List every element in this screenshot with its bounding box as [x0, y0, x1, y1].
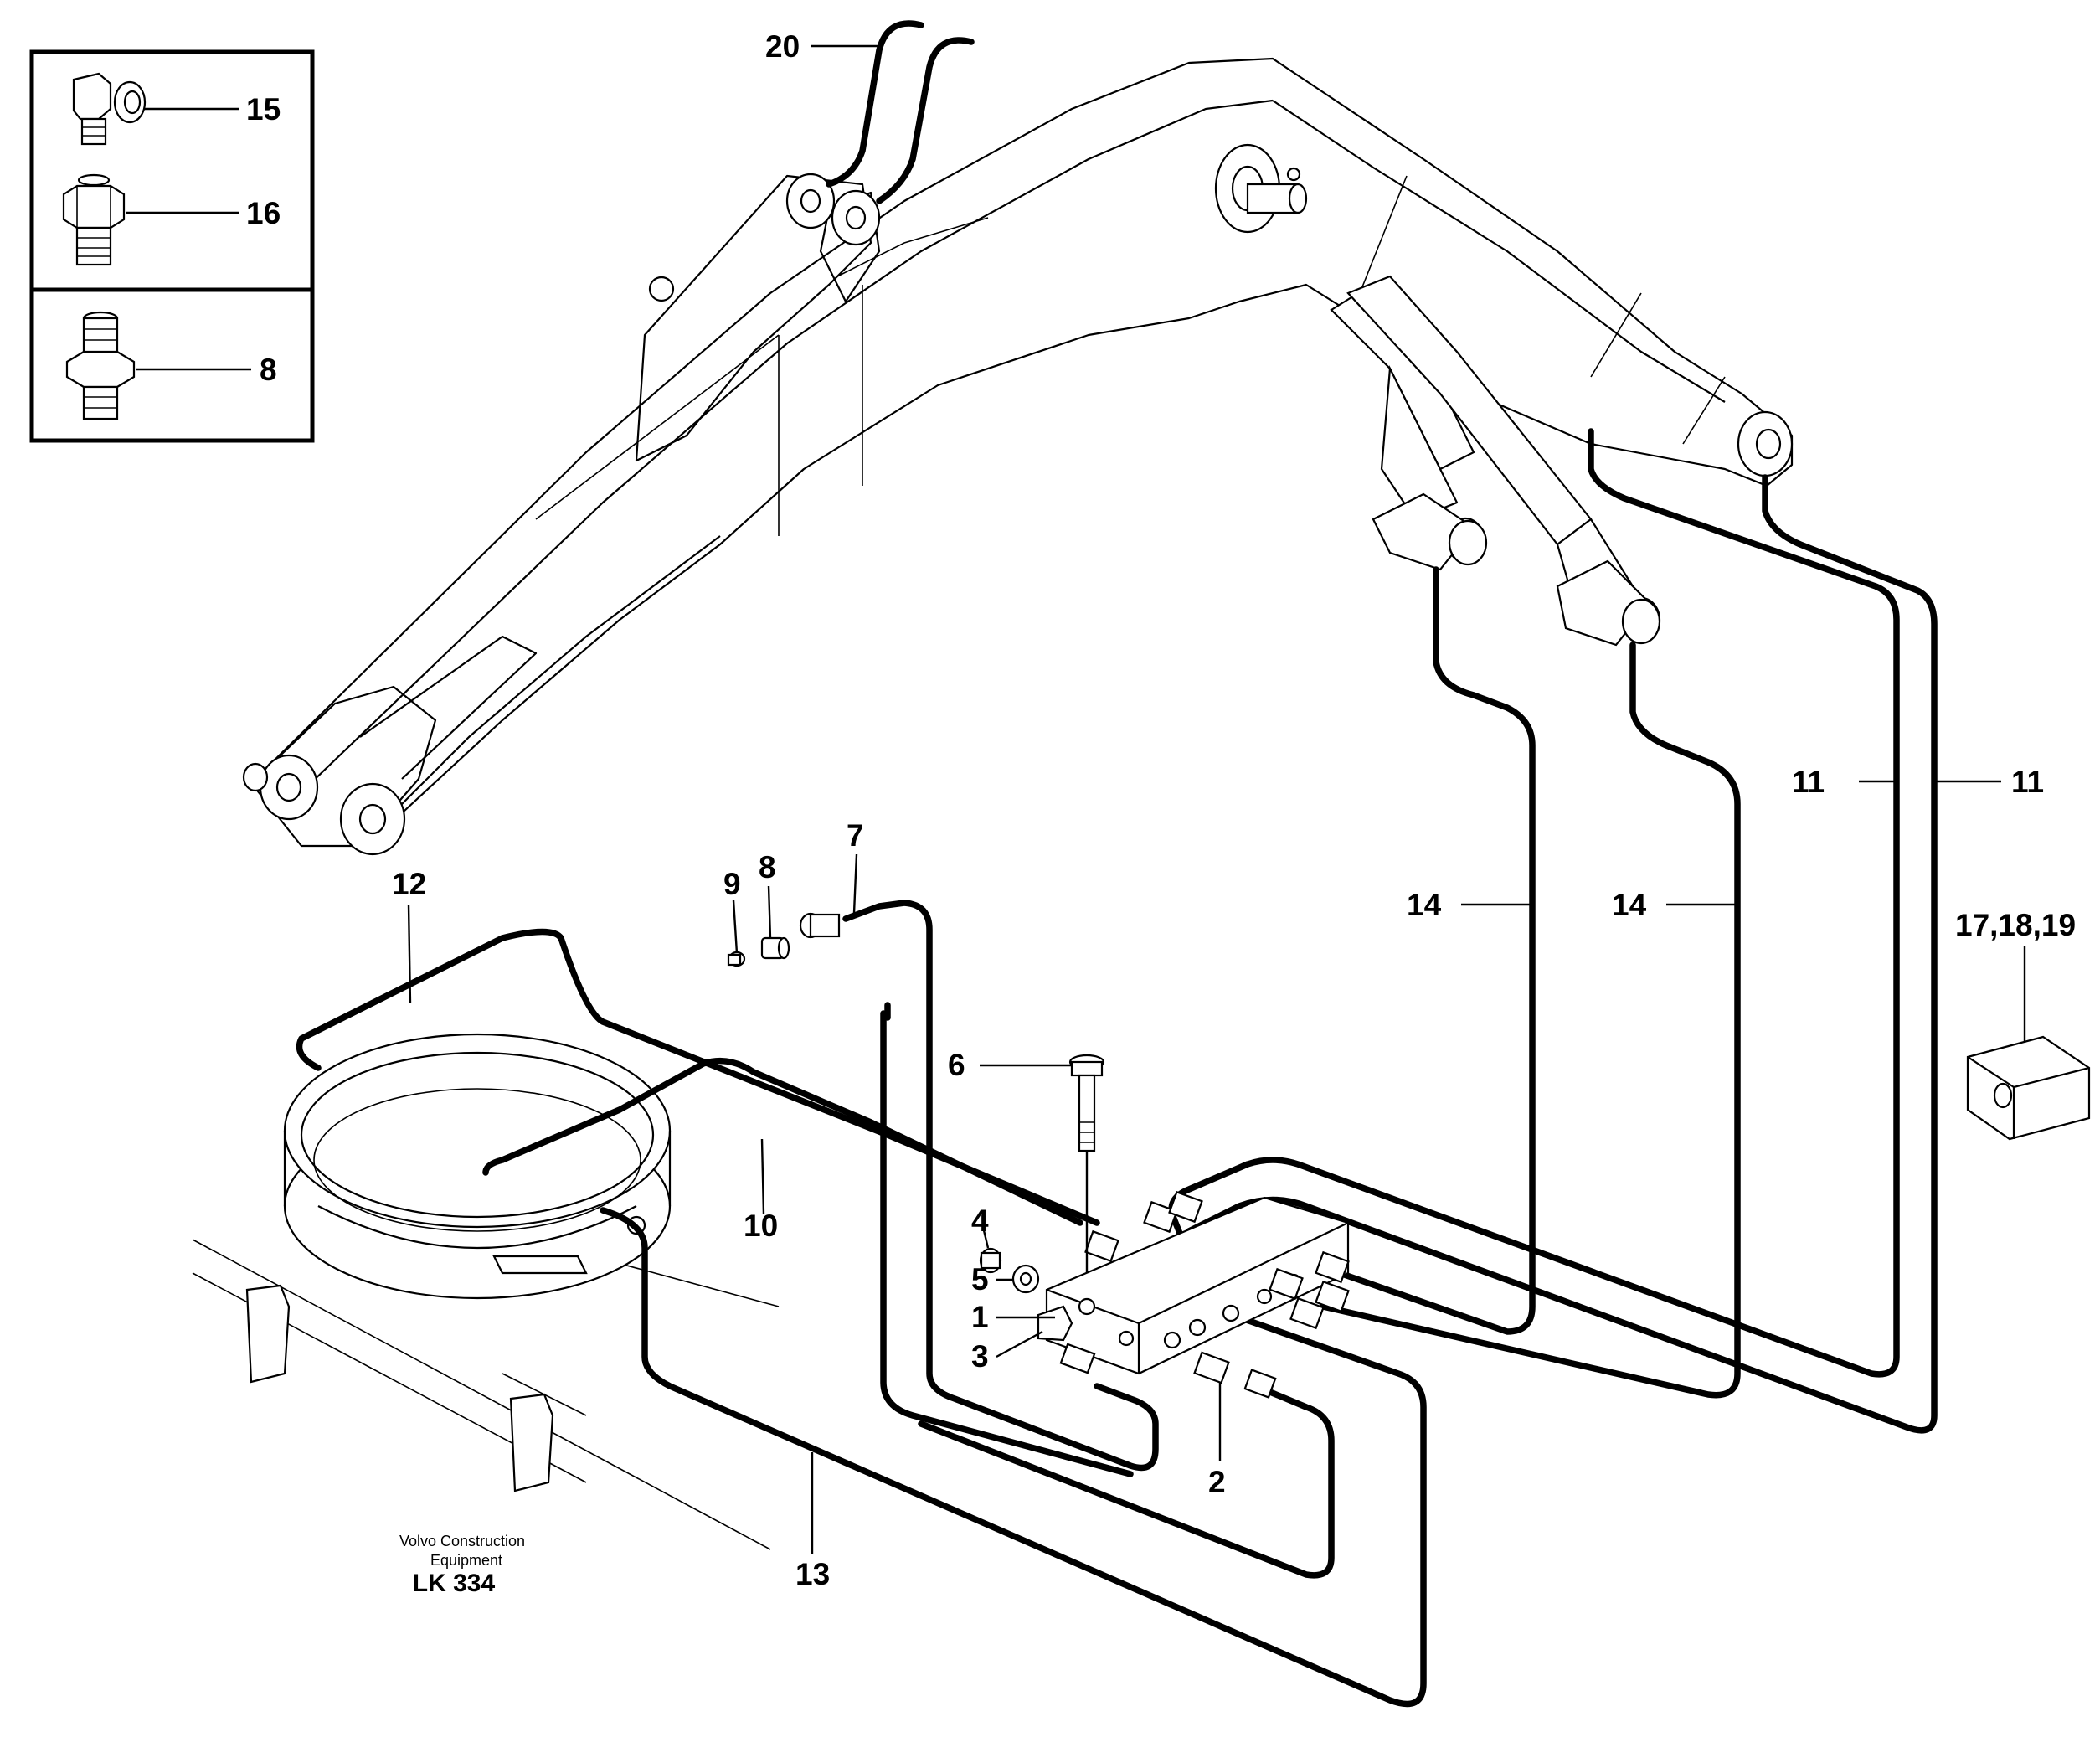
- arm-cylinder-icon: [1346, 275, 1661, 647]
- callout-11-left: 11: [1792, 765, 1825, 799]
- plug-icon: [727, 951, 746, 967]
- callout-6: 6: [948, 1048, 965, 1082]
- arm-pin-icon: [1737, 410, 1794, 477]
- swing-ring: [192, 1033, 780, 1550]
- excavator-boom: [242, 57, 1794, 856]
- callout-16: 16: [246, 196, 281, 230]
- credit-line-2: Equipment: [430, 1552, 502, 1569]
- hose-fitting-icon: [799, 912, 841, 939]
- callout-20: 20: [765, 29, 800, 64]
- callout-13: 13: [795, 1557, 830, 1591]
- diagram-code: LK 334: [413, 1570, 496, 1597]
- valve-block: [1045, 1190, 1350, 1375]
- callout-7: 7: [847, 818, 864, 853]
- plug-4-icon: [979, 1247, 1002, 1274]
- callout-15: 15: [246, 92, 281, 126]
- callout-9: 9: [723, 867, 741, 901]
- hose-lines: [296, 20, 1938, 1708]
- adapter-icon: [760, 936, 790, 960]
- cylinder-mount-icon: [1214, 143, 1308, 234]
- callout-8: 8: [759, 850, 776, 884]
- fitting-2-icon: [1193, 1351, 1277, 1399]
- callout-11-right: 11: [2011, 765, 2044, 799]
- callout-10: 10: [744, 1209, 778, 1243]
- boom-pin-icon: [785, 173, 881, 246]
- boom-foot-icon: [242, 635, 538, 856]
- inset-panel: 15 16 8: [29, 49, 315, 443]
- adapter-fitting-icon: [65, 311, 136, 420]
- callout-5: 5: [971, 1262, 989, 1296]
- elbow-3-icon: [1037, 1305, 1096, 1374]
- rubber-block-icon: [1966, 1035, 2091, 1141]
- credit-line-1: Volvo Construction: [399, 1533, 525, 1549]
- small-parts: [727, 912, 2091, 1399]
- callout-8-inset: 8: [260, 353, 277, 387]
- callout-3: 3: [971, 1339, 989, 1374]
- callout-17-18-19: 17,18,19: [1955, 908, 2076, 942]
- callout-1: 1: [971, 1300, 989, 1334]
- callout-14-right: 14: [1612, 888, 1647, 922]
- boom-cylinder-icon: [1330, 287, 1488, 571]
- washer-icon: [1011, 1264, 1040, 1294]
- callout-4: 4: [971, 1204, 989, 1238]
- fitting-icon: [1084, 1190, 1350, 1330]
- bolt-icon: [1068, 1054, 1105, 1152]
- callout-12: 12: [392, 867, 426, 901]
- elbow-fitting-icon: [72, 72, 147, 146]
- nut-fitting-icon: [62, 173, 126, 266]
- callout-14-left: 14: [1407, 888, 1442, 922]
- callout-2: 2: [1208, 1465, 1226, 1499]
- leader-lines: [407, 44, 2026, 1554]
